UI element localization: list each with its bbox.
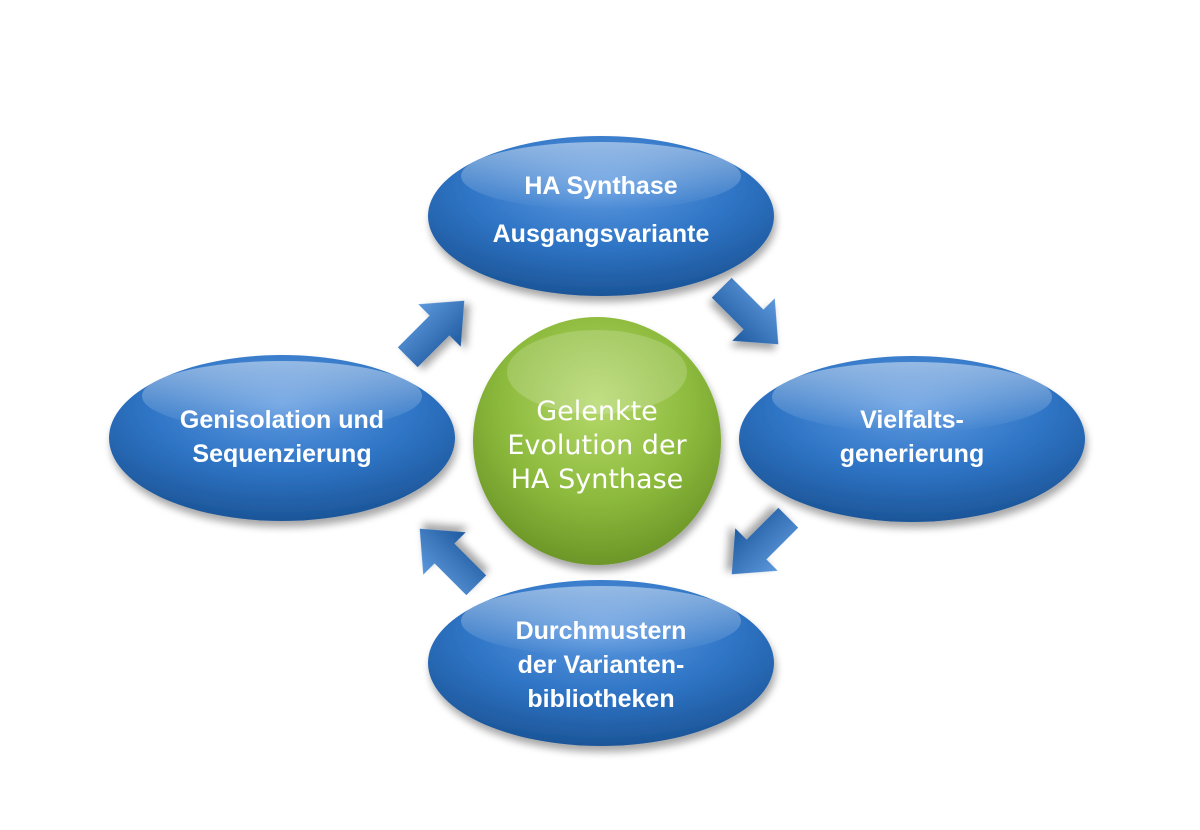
node-left-line-1: Genisolation und <box>180 406 384 434</box>
arrow-bottom-to-left <box>419 528 487 596</box>
node-left-line-2: Sequenzierung <box>192 440 371 468</box>
arrow-right-to-bottom <box>731 507 799 575</box>
node-bottom-line-2: der Varianten- <box>518 651 685 679</box>
arrow-top-to-right <box>711 277 779 345</box>
node-left <box>109 355 455 521</box>
node-right <box>739 356 1085 522</box>
node-bottom-line-3: bibliotheken <box>527 685 674 713</box>
center-line-2: Evolution der <box>507 430 687 461</box>
center-circle <box>473 317 721 565</box>
node-bottom <box>428 580 774 746</box>
center-line-1: Gelenkte <box>536 396 658 427</box>
node-right-line-1: Vielfalts- <box>860 406 964 434</box>
node-top-line-1: HA Synthase <box>524 172 677 200</box>
center-line-3: HA Synthase <box>511 464 684 495</box>
node-right-line-2: generierung <box>840 440 984 468</box>
node-top <box>428 136 774 296</box>
arrow-left-to-top <box>397 300 465 368</box>
node-bottom-line-1: Durchmustern <box>516 617 687 645</box>
node-top-line-2: Ausgangsvariante <box>493 220 710 248</box>
